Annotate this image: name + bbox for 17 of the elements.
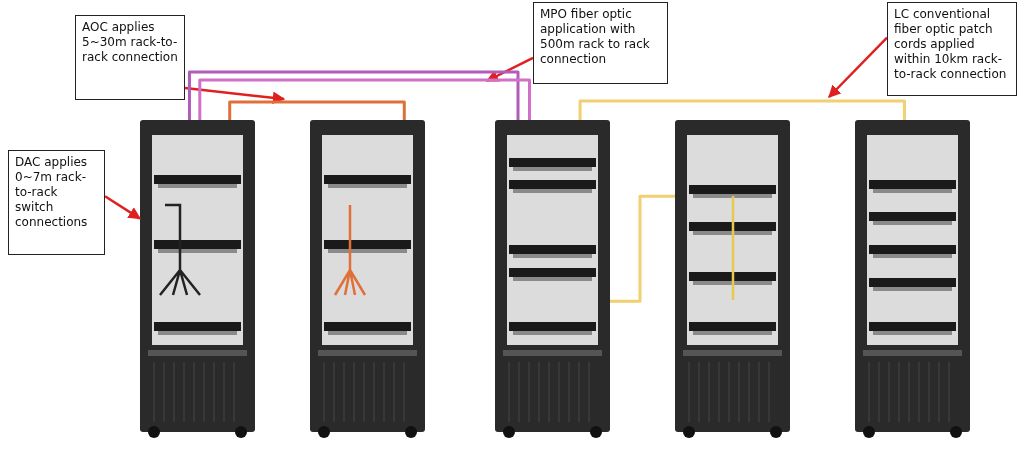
server-rack-drawing: [495, 120, 610, 438]
callout-text: MPO fiber optic application with 500m rack to rack connection: [533, 2, 668, 84]
server-rack-drawing: [855, 120, 970, 438]
fiber-cable: [610, 194, 675, 303]
server-rack-drawing: [310, 120, 425, 438]
fiber-cable: [228, 100, 406, 120]
server-rack-drawing: [675, 120, 790, 438]
leader-arrow: [184, 86, 286, 104]
fiber-cable: [578, 99, 906, 120]
leader-arrow: [828, 36, 888, 98]
callout-text: DAC applies 0~7m rack-to-rack switch connections: [8, 150, 105, 255]
callout-text: LC conventional fiber optic patch cords applied within 10km rack-to-rack connection: [887, 2, 1017, 96]
fiber-cable: [198, 78, 531, 120]
callout-text: AOC applies 5~30m rack-to-rack connection: [75, 15, 185, 100]
server-rack-drawing: [140, 120, 255, 438]
fiber-cable: [187, 70, 520, 120]
leader-arrow: [104, 195, 142, 220]
